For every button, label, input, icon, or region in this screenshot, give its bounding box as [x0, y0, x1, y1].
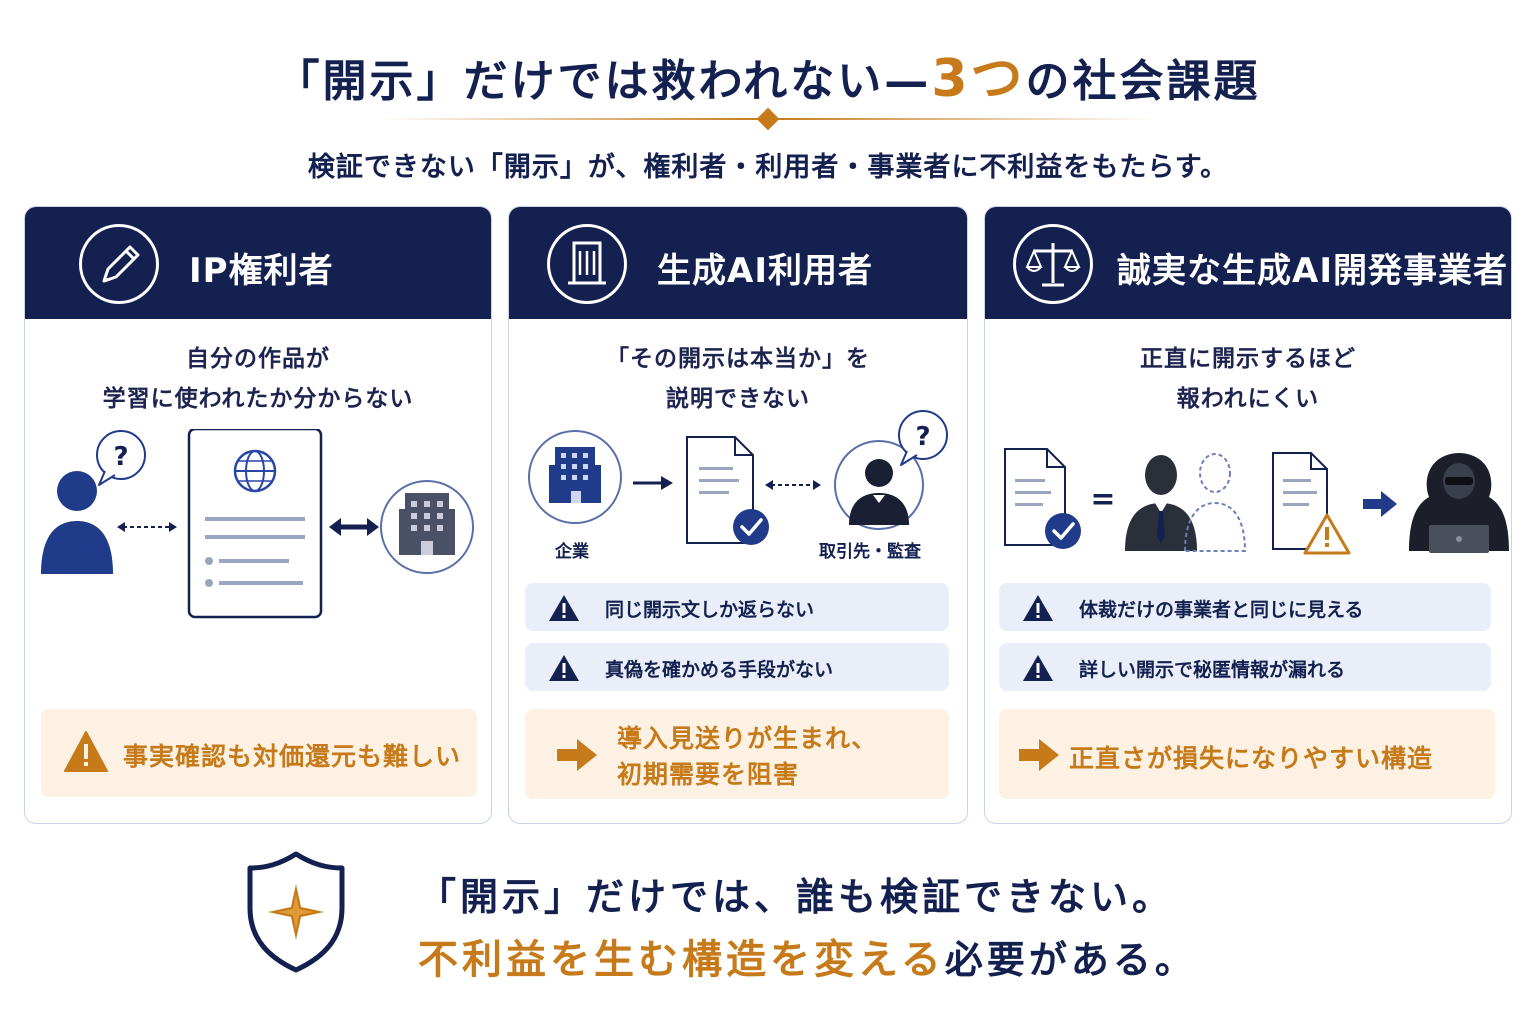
- arrow-right-icon: [557, 739, 597, 771]
- card-header: IP権利者: [25, 207, 491, 319]
- double-arrow-icon: [329, 518, 379, 536]
- person-icon: [41, 471, 113, 574]
- footer-line-1: 「開示」だけでは、誰も検証できない。: [418, 875, 1175, 919]
- equals-sign: =: [1090, 482, 1115, 517]
- card-header: 誠実な生成AI開発事業者: [985, 207, 1511, 319]
- footer-rest: 必要がある。: [944, 938, 1197, 982]
- question-bubble-icon: ?: [898, 410, 948, 466]
- card-subtitle-line: 正直に開示するほど: [1140, 346, 1356, 372]
- arrow-right-icon: [1363, 491, 1397, 517]
- warning-document-icon: [1272, 452, 1351, 555]
- card-subtitle-line: 説明できない: [666, 386, 810, 412]
- card-subtitle-line: 自分の作品が: [186, 346, 330, 372]
- card-subtitle: 自分の作品が 学習に使われたか分からない: [25, 339, 491, 419]
- card-ip-rights-holder: IP権利者 自分の作品が 学習に使われたか分からない ?: [24, 206, 492, 824]
- shield-star-icon: [247, 851, 345, 973]
- title-suffix: の社会課題: [1025, 56, 1261, 107]
- result-line: 導入見送りが生まれ、: [617, 724, 878, 753]
- label-company: 企業: [555, 542, 589, 562]
- card-subtitle: 「その開示は本当か」を 説明できない: [509, 339, 967, 419]
- warning-row: 体裁だけの事業者と同じに見える: [999, 583, 1491, 631]
- fake-person-outline-icon: [1183, 453, 1247, 552]
- card-header: 生成AI利用者: [509, 207, 967, 319]
- arrow-right-icon: [1019, 739, 1059, 771]
- card-genai-user: 生成AI利用者 「その開示は本当か」を 説明できない: [508, 206, 968, 824]
- card-subtitle-line: 「その開示は本当か」を: [606, 346, 870, 372]
- question-bubble-icon: ?: [96, 430, 146, 486]
- page-title: 「開示」だけでは救われない—3つの社会課題: [0, 36, 1536, 111]
- ip-illustration: ?: [41, 429, 474, 619]
- result-line: 初期需要を阻害: [617, 760, 800, 789]
- warning-icon: [64, 731, 108, 772]
- scales-icon: [1013, 224, 1093, 304]
- warning-row: 詳しい開示で秘匿情報が漏れる: [999, 643, 1491, 691]
- result-box: 導入見送りが生まれ、 初期需要を阻害: [525, 709, 949, 799]
- warning-icon: [549, 595, 579, 621]
- company-building-icon: [528, 430, 622, 524]
- footer-highlight: 不利益を生む構造を変える: [418, 937, 945, 983]
- diamond-ornament-icon: [756, 107, 780, 131]
- page-subtitle: 検証できない「開示」が、権利者・利用者・事業者に不利益をもたらす。: [307, 152, 1229, 183]
- label-partner: 取引先・監査: [819, 542, 921, 562]
- result-text: 導入見送りが生まれ、 初期需要を阻害: [617, 721, 877, 793]
- title-number: 3つ: [931, 49, 1026, 109]
- question-mark: ?: [915, 422, 930, 452]
- verified-document-icon: [1004, 448, 1081, 549]
- warning-text: 真偽を確かめる手段がない: [605, 659, 834, 681]
- question-mark: ?: [113, 442, 128, 472]
- warning-text: 詳しい開示で秘匿情報が漏れる: [1079, 659, 1346, 681]
- warning-row: 真偽を確かめる手段がない: [525, 643, 949, 691]
- title-prefix: 「開示」だけでは救われない—: [275, 56, 932, 107]
- result-text: 事実確認も対価還元も難しい: [123, 742, 462, 771]
- warning-icon: [549, 655, 579, 681]
- card-title: 生成AI利用者: [657, 251, 873, 291]
- card-subtitle-line: 報われにくい: [1176, 386, 1320, 412]
- result-box: 正直さが損失になりやすい構造: [999, 709, 1495, 799]
- warning-row: 同じ開示文しか返らない: [525, 583, 949, 631]
- warning-text: 体裁だけの事業者と同じに見える: [1079, 599, 1364, 621]
- card-subtitle: 正直に開示するほど 報われにくい: [985, 339, 1511, 419]
- office-building-icon: [380, 480, 474, 574]
- warning-icon: [1023, 595, 1053, 621]
- card-subtitle-line: 学習に使われたか分からない: [102, 386, 414, 412]
- pen-icon: [79, 224, 159, 304]
- warning-text: 同じ開示文しか返らない: [605, 599, 815, 621]
- document-icon: [187, 429, 323, 619]
- verified-document-icon: [686, 436, 769, 545]
- warning-icon: [1023, 655, 1053, 681]
- footer-line-2: 不利益を生む構造を変える必要がある。: [418, 927, 1197, 985]
- businessman-icon: [1125, 455, 1197, 551]
- result-box: 事実確認も対価還元も難しい: [41, 709, 477, 797]
- building-icon: [547, 224, 627, 304]
- developer-illustration: =: [1004, 448, 1509, 555]
- card-title: IP権利者: [189, 251, 334, 291]
- card-honest-developer: 誠実な生成AI開発事業者 正直に開示するほど 報われにくい =: [984, 206, 1512, 824]
- hacker-icon: [1409, 453, 1509, 553]
- card-title: 誠実な生成AI開発事業者: [1117, 251, 1508, 291]
- result-text: 正直さが損失になりやすい構造: [1069, 744, 1434, 773]
- user-illustration: ?: [528, 410, 948, 545]
